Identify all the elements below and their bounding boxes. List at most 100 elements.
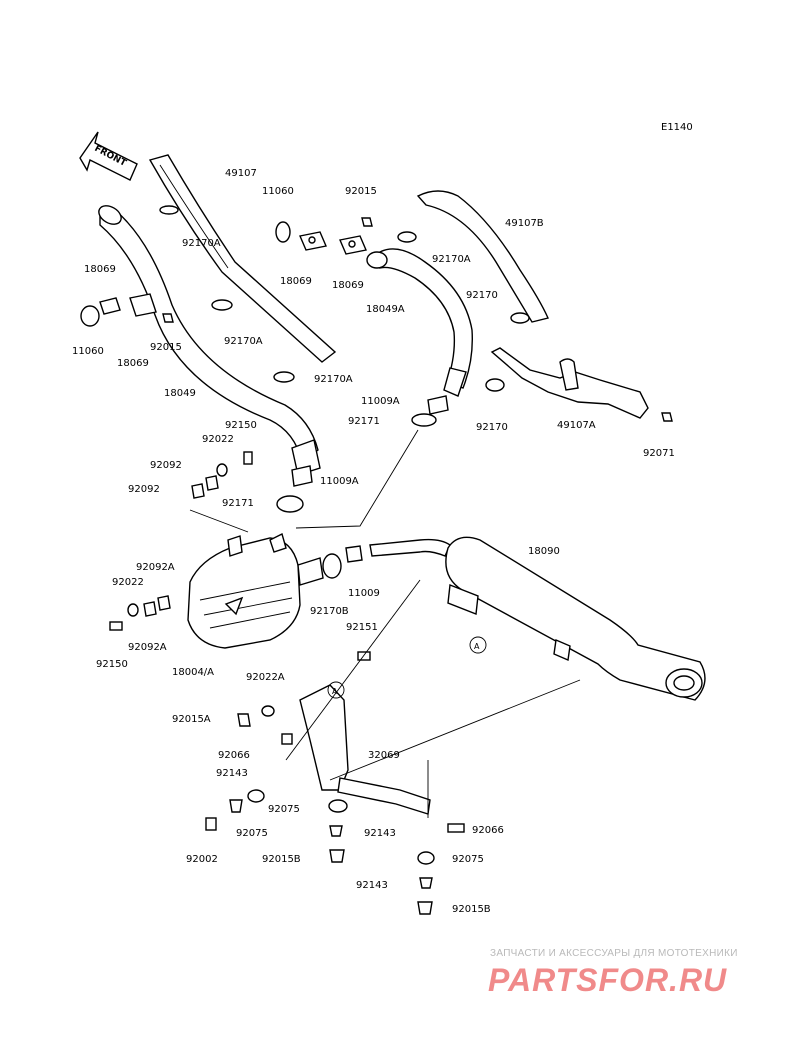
label-11060-b: 11060 [72,346,104,357]
label-92075-1: 92075 [268,804,300,815]
label-92071: 92071 [643,448,675,459]
label-92022a: 92022A [246,672,285,683]
label-32069: 32069 [368,750,400,761]
bolt-92071 [661,412,673,422]
bolt-92002 [205,817,217,831]
label-92075-2: 92075 [236,828,268,839]
gasket-11009a-1 [427,395,449,415]
label-92092-2: 92092 [128,484,160,495]
nut-92092-1 [205,475,219,491]
front-arrow-icon: FRONT [79,131,138,181]
label-49107a: 49107A [557,420,596,431]
label-92015-a: 92015 [345,186,377,197]
label-92022-2: 92022 [112,577,144,588]
label-a-1: A [474,642,480,651]
label-92150-2: 92150 [96,659,128,670]
damper-92075-1 [247,789,265,803]
label-92170-b: 92170 [476,422,508,433]
damper-92075-3 [417,851,435,865]
label-49107: 49107 [225,168,257,179]
nut-92015b-1 [329,849,345,863]
clamp-92170a-3 [211,299,233,311]
exhaust-pipe-18049 [98,205,321,476]
label-92171-1: 92171 [348,416,380,427]
label-18069-a: 18069 [280,276,312,287]
label-92015b-1: 92015B [262,854,301,865]
heat-shield-49107 [148,154,337,363]
clamp-92171-1 [411,413,437,427]
label-92170b: 92170B [310,606,349,617]
holder-18069-a [299,231,327,251]
nut-92092-2 [191,483,205,499]
collar-92143-1 [229,799,243,813]
label-92143-2: 92143 [364,828,396,839]
label-92015-b: 92015 [150,342,182,353]
gasket-11060-b [80,305,100,327]
clamp-92170a-4 [273,371,295,383]
label-18004a: 18004/A [172,667,214,678]
label-11009: 11009 [348,588,380,599]
label-92143-1: 92143 [216,768,248,779]
label-92092-1: 92092 [150,460,182,471]
washer-92022-1 [216,463,228,477]
bolt-92150-2 [109,621,123,631]
bolt-92066-2 [447,823,465,833]
nut-92015-b [162,313,174,323]
diagram-code: E1140 [661,122,693,133]
label-18049: 18049 [164,388,196,399]
label-18090: 18090 [528,546,560,557]
clamp-92170-a [485,378,505,392]
label-92015b-2: 92015B [452,904,491,915]
collar-92143-2 [329,825,343,837]
nut-92092a-1 [157,595,171,611]
bolt-92150-1 [243,451,253,465]
label-92170a-2: 92170A [432,254,471,265]
nut-92015a [237,713,251,727]
label-92170-a: 92170 [466,290,498,301]
watermark-tagline: ЗАПЧАСТИ И АКСЕССУАРЫ ДЛЯ МОТОТЕХНИКИ [490,948,738,959]
washer-92022a [261,705,275,717]
gasket-11009 [345,545,363,563]
clamp-92171-2 [276,495,304,513]
label-92151: 92151 [346,622,378,633]
label-92150-1: 92150 [225,420,257,431]
gasket-11009a-2 [291,465,313,487]
heat-shield-49107a [490,347,649,419]
label-18069-d: 18069 [117,358,149,369]
clamp-92170b [322,553,342,579]
ref-circle-a-1 [469,636,487,654]
holder-18069-c [99,297,121,315]
clamp-92170a-1 [159,205,179,215]
label-92075-3: 92075 [452,854,484,865]
label-92092a-2: 92092A [128,642,167,653]
muffler-18090 [369,536,706,701]
nut-92092a-2 [143,601,157,617]
leader-lines [189,429,581,818]
label-92015a: 92015A [172,714,211,725]
label-92171-2: 92171 [222,498,254,509]
label-18049a: 18049A [366,304,405,315]
label-18069-b: 18069 [332,280,364,291]
gasket-11060-a [275,221,291,243]
holder-18069-d [129,293,157,317]
bolt-92151 [357,651,371,661]
ref-circle-a-2 [327,681,345,699]
label-18069-c: 18069 [84,264,116,275]
heat-shield-49107b [416,190,549,324]
label-11009a-2: 11009A [320,476,359,487]
holder-18069-b [339,235,367,255]
nut-92015-a [361,217,373,227]
washer-92022-2 [127,603,139,617]
damper-92075-2 [328,799,348,813]
label-11060-a: 11060 [262,186,294,197]
label-92143-3: 92143 [356,880,388,891]
label-92002: 92002 [186,854,218,865]
label-92022-1: 92022 [202,434,234,445]
precamber-18004a [187,532,324,649]
collar-92143-3 [419,877,433,889]
clamp-92170a-2 [397,231,417,243]
label-92092a-1: 92092A [136,562,175,573]
watermark-logo: PARTSFOR.RU [488,962,728,998]
label-92170a-3: 92170A [224,336,263,347]
label-92066-1: 92066 [218,750,250,761]
